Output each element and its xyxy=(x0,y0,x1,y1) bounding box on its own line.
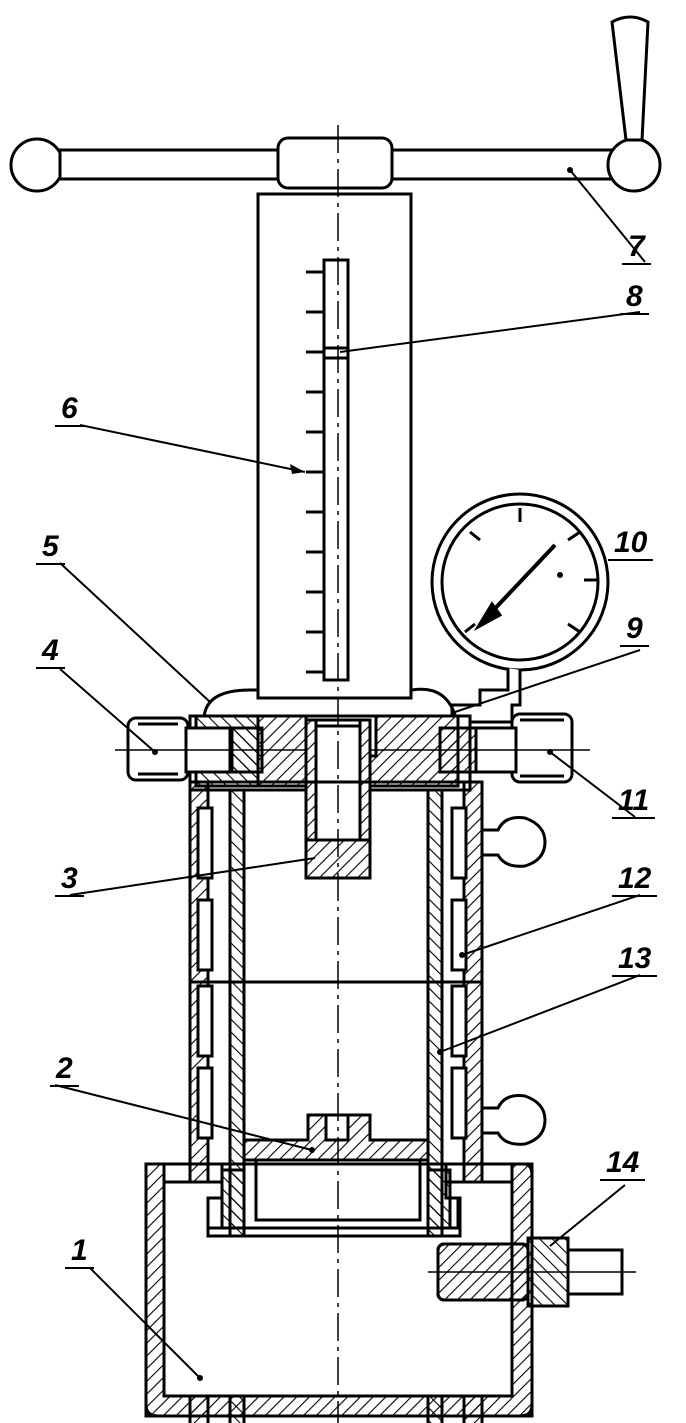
callout-10: 10 xyxy=(608,528,654,561)
jacket-slot xyxy=(450,984,468,1058)
scale-ticks xyxy=(306,270,324,674)
knob-upper xyxy=(480,816,547,868)
callout-12: 12 xyxy=(612,864,658,897)
jacket-slot xyxy=(196,984,214,1058)
callout-3: 3 xyxy=(55,864,84,897)
jacket-slots xyxy=(196,806,468,1140)
bottom-piston xyxy=(242,1113,430,1222)
jacket-slot xyxy=(450,1066,468,1140)
callout-13: 13 xyxy=(612,944,658,977)
jacket-slot xyxy=(196,898,214,972)
callout-7: 7 xyxy=(622,232,651,265)
jacket-slot xyxy=(196,806,214,880)
callout-6: 6 xyxy=(55,394,84,427)
scale-tube xyxy=(256,192,413,700)
callout-11: 11 xyxy=(612,786,656,819)
callout-9: 9 xyxy=(620,614,649,647)
drain-valve xyxy=(428,1236,636,1308)
callout-4: 4 xyxy=(36,636,65,669)
pressure-gauge xyxy=(430,492,610,724)
callout-14: 14 xyxy=(600,1148,646,1181)
callout-8: 8 xyxy=(620,282,649,315)
leader-lines xyxy=(54,169,646,1379)
callout-1: 1 xyxy=(65,1236,94,1269)
jacket-slot xyxy=(450,898,468,972)
leader-dots xyxy=(152,167,573,1381)
callout-2: 2 xyxy=(50,1054,79,1087)
callout-5: 5 xyxy=(36,532,65,565)
t-handle xyxy=(9,15,662,193)
jacket-slot xyxy=(196,1066,214,1140)
knob-lower xyxy=(480,1094,547,1146)
jacket-slot xyxy=(450,806,468,880)
